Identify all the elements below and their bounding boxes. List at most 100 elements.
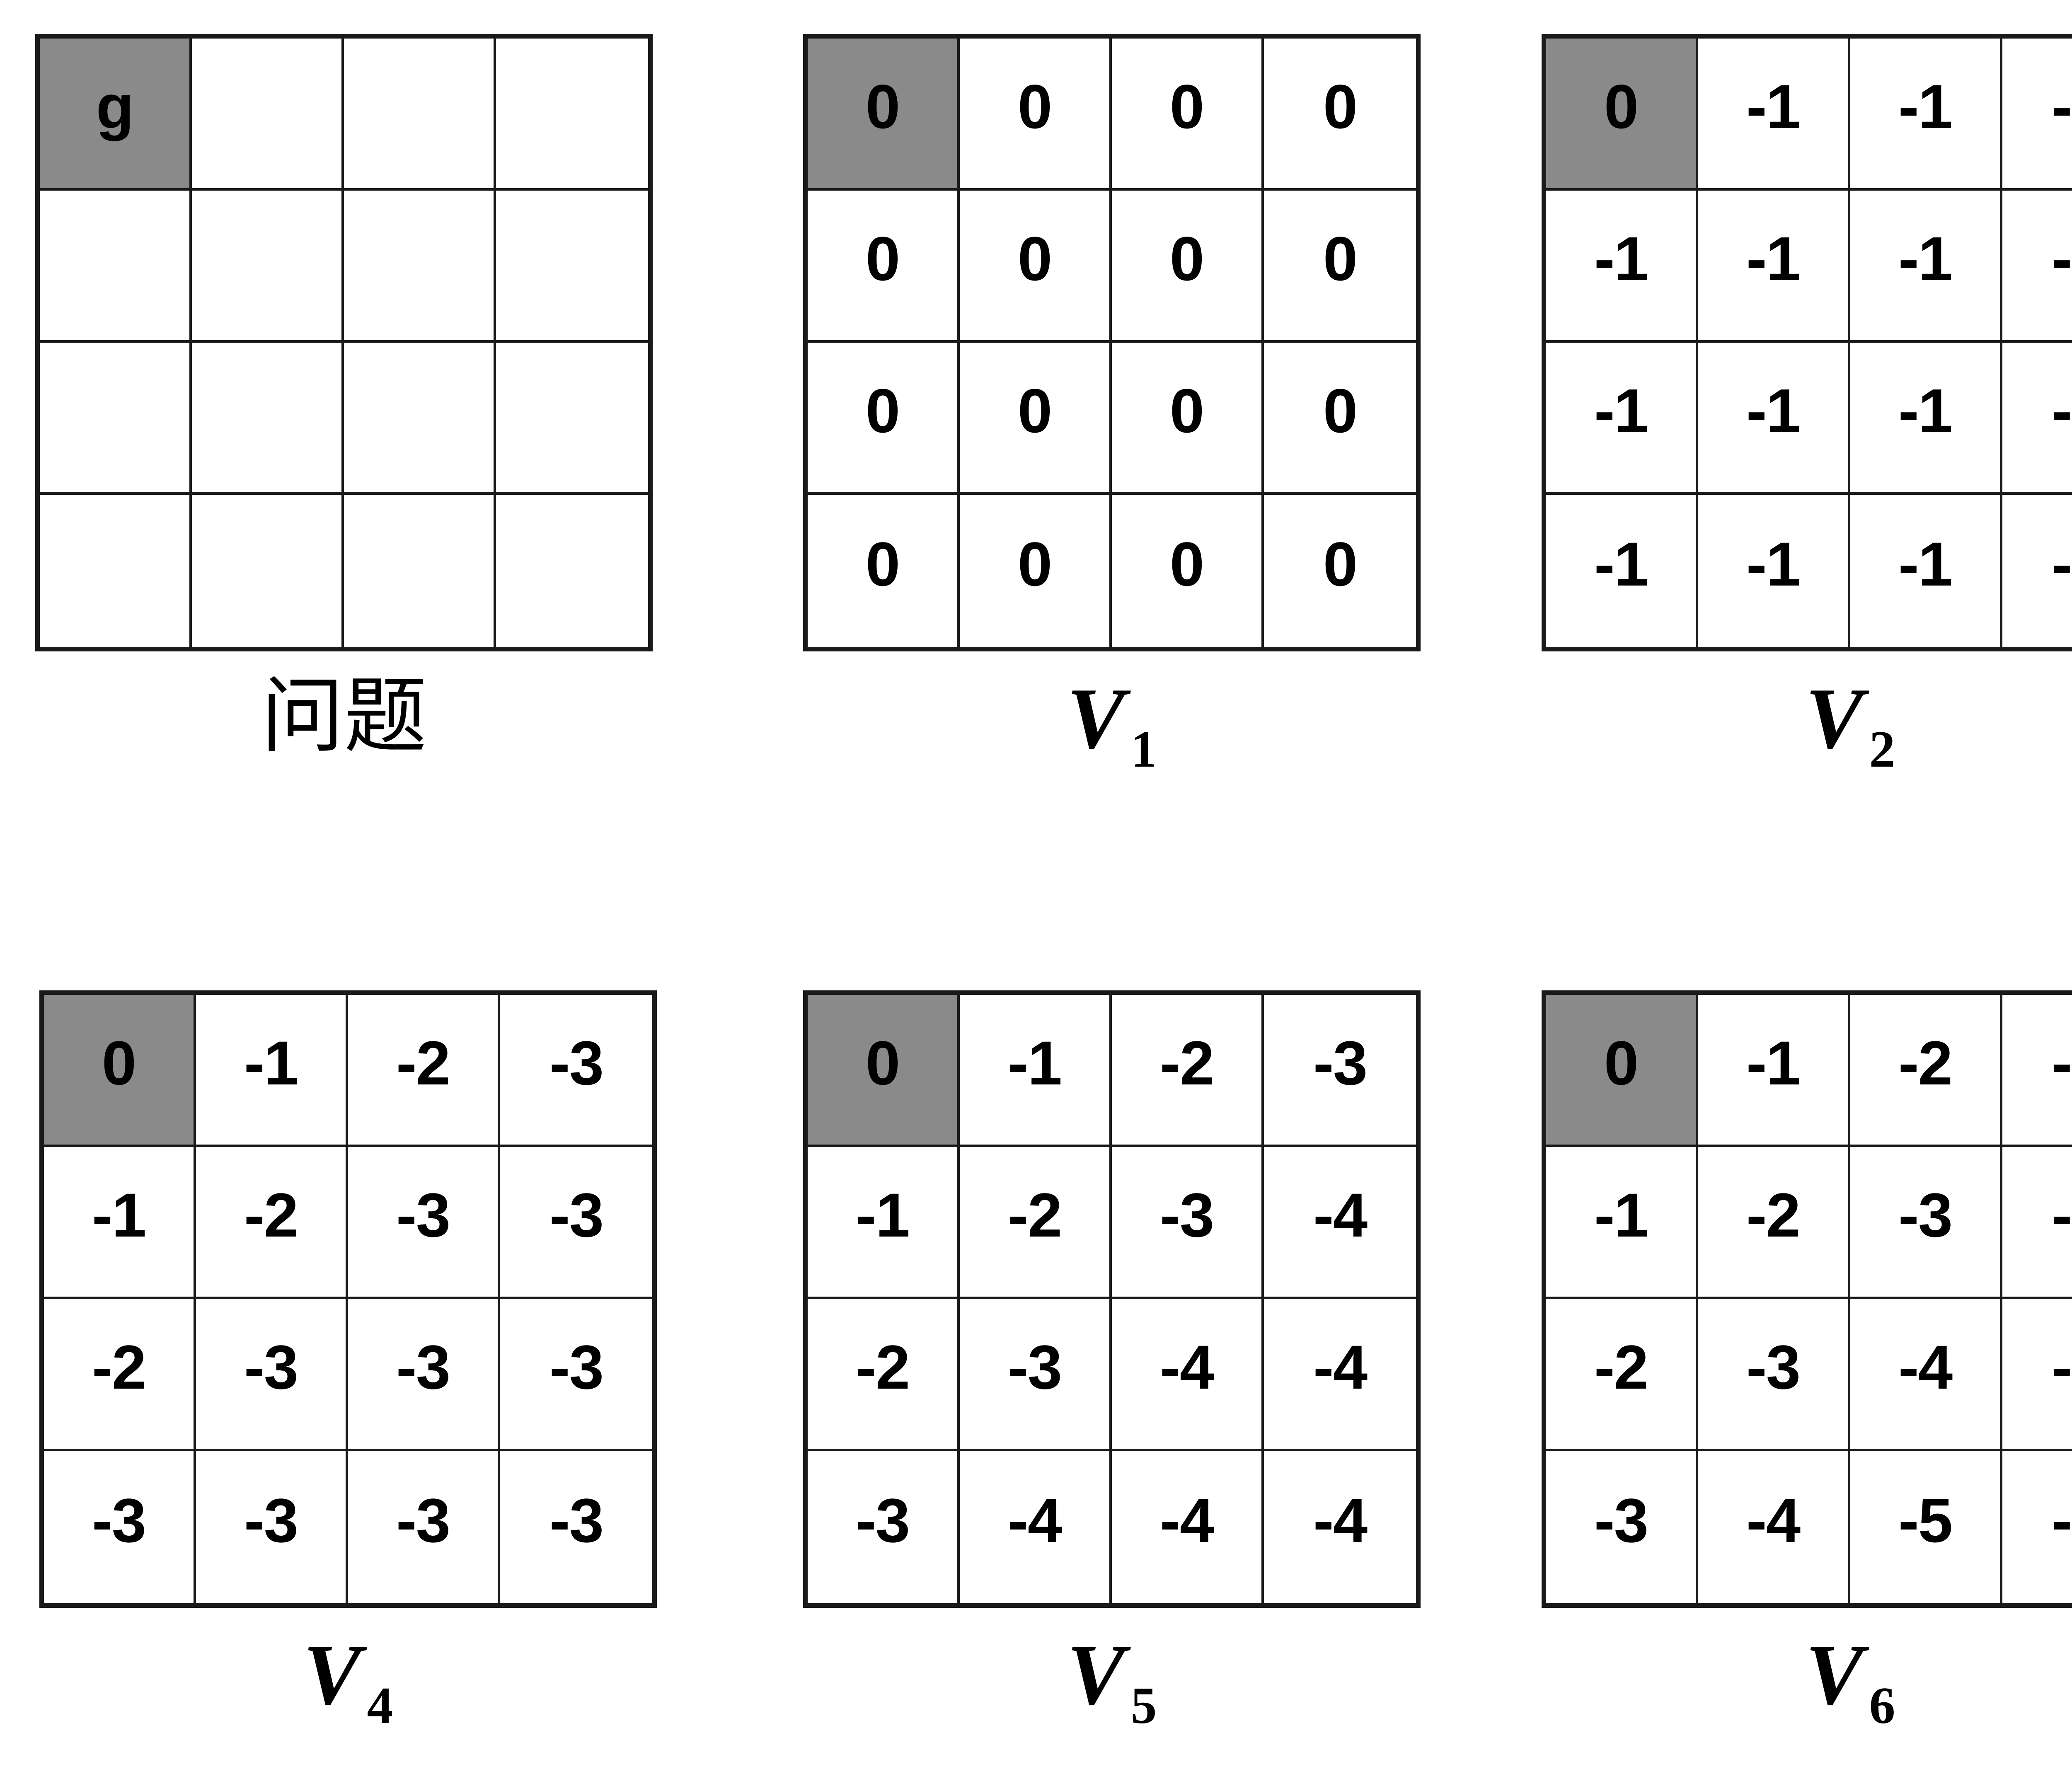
grid-cell: -4	[2002, 1147, 2072, 1299]
grid-cell: -4	[1698, 1451, 1850, 1603]
grid-cell: 0	[960, 39, 1112, 191]
grid-cell: -1	[808, 1147, 960, 1299]
grid-cell: 0	[1264, 191, 1416, 343]
grid-cell: -3	[1850, 1147, 2002, 1299]
value-grid-v6: 0-1-2-3-1-2-3-4-2-3-4-5-3-4-5-5	[1542, 990, 2072, 1608]
grid-cell: -2	[808, 1299, 960, 1451]
grid-cell: 0	[808, 39, 960, 191]
grid-cell: -4	[1850, 1299, 2002, 1451]
value-grid-v4: 0-1-2-3-1-2-3-3-2-3-3-3-3-3-3-3	[39, 990, 657, 1608]
grid-cell: -1	[44, 1147, 196, 1299]
grid-cell	[344, 191, 496, 343]
grid-cell	[496, 495, 648, 647]
grid-cell: -1	[1850, 191, 2002, 343]
grid-cell: 0	[960, 343, 1112, 495]
grid-cell: -3	[500, 1147, 652, 1299]
caption-subscript: 5	[1130, 1677, 1157, 1735]
grid-cell: 0	[960, 191, 1112, 343]
grid-cell: -3	[196, 1451, 348, 1603]
grid-cell	[40, 495, 192, 647]
grid-cell: -2	[1112, 995, 1264, 1147]
grid-cell: -5	[2002, 1451, 2072, 1603]
grid-cell: -1	[960, 995, 1112, 1147]
grid-cell: 0	[1112, 343, 1264, 495]
grid-cell: g	[40, 39, 192, 191]
value-grid-v2: 0-1-1-1-1-1-1-1-1-1-1-1-1-1-1-1	[1542, 34, 2072, 651]
grid-cell	[344, 343, 496, 495]
grid-cell: -1	[1698, 191, 1850, 343]
grid-cell: -3	[44, 1451, 196, 1603]
grid-cell: -4	[960, 1451, 1112, 1603]
grid-cell	[192, 39, 344, 191]
grid-cell: -3	[500, 995, 652, 1147]
grid-cell	[192, 343, 344, 495]
grid-cell: -2	[348, 995, 500, 1147]
grid-cell: -3	[500, 1299, 652, 1451]
grid-cell: -4	[1112, 1299, 1264, 1451]
grid-cell: 0	[808, 343, 960, 495]
grid-cell: 0	[1264, 39, 1416, 191]
grid-cell: -1	[1698, 495, 1850, 647]
grid-cell: 0	[1546, 995, 1698, 1147]
grid-cell: -1	[1546, 191, 1698, 343]
grid-cell: -1	[1850, 39, 2002, 191]
grid-cell: 0	[1112, 191, 1264, 343]
grid-cell: 0	[44, 995, 196, 1147]
grid-cell: -2	[196, 1147, 348, 1299]
grid-cell: -3	[500, 1451, 652, 1603]
grid-cell: -4	[1264, 1451, 1416, 1603]
grid-cell: -1	[2002, 343, 2072, 495]
grid-cell: -3	[196, 1299, 348, 1451]
grid-cell: 0	[808, 191, 960, 343]
grid-cell: -3	[1112, 1147, 1264, 1299]
grid-cell: 0	[808, 995, 960, 1147]
grid-cell: -1	[1546, 343, 1698, 495]
grid-cell	[496, 191, 648, 343]
grid-cell: -2	[1546, 1299, 1698, 1451]
caption-subscript: 6	[1869, 1677, 1895, 1735]
grid-cell: -1	[1850, 495, 2002, 647]
grid-cell: -1	[1698, 39, 1850, 191]
panel-caption-problem: 问题	[261, 673, 427, 797]
grid-cell: -3	[808, 1451, 960, 1603]
grid-cell: -3	[348, 1299, 500, 1451]
grid-cell: 0	[1112, 39, 1264, 191]
grid-cell: -2	[1850, 995, 2002, 1147]
grid-cell: 0	[1264, 343, 1416, 495]
grid-cell: -3	[348, 1147, 500, 1299]
grid-cell: -1	[1850, 343, 2002, 495]
grid-cell: -3	[1698, 1299, 1850, 1451]
grid-cell: 0	[808, 495, 960, 647]
grid-cell: -3	[1264, 995, 1416, 1147]
grid-cell: 0	[960, 495, 1112, 647]
panel-v2: 0-1-1-1-1-1-1-1-1-1-1-1-1-1-1-1V2	[1542, 34, 2072, 797]
grid-cell	[192, 495, 344, 647]
grid-cell: 0	[1546, 39, 1698, 191]
caption-base: V	[1067, 1627, 1125, 1723]
grid-cell	[40, 191, 192, 343]
grid-cell: -1	[1546, 495, 1698, 647]
grid-cell: -1	[1698, 343, 1850, 495]
caption-subscript: 2	[1869, 721, 1895, 778]
grid-cell: -3	[2002, 995, 2072, 1147]
grid-cell: -4	[1112, 1451, 1264, 1603]
grid-cell: -3	[348, 1451, 500, 1603]
value-grid-v5: 0-1-2-3-1-2-3-4-2-3-4-4-3-4-4-4	[803, 990, 1421, 1608]
grid-cell	[192, 191, 344, 343]
grid-cell	[344, 39, 496, 191]
grid-cell: -1	[1546, 1147, 1698, 1299]
grid-cell	[40, 343, 192, 495]
grid-cell: -3	[1546, 1451, 1698, 1603]
caption-base: V	[1805, 1627, 1864, 1723]
